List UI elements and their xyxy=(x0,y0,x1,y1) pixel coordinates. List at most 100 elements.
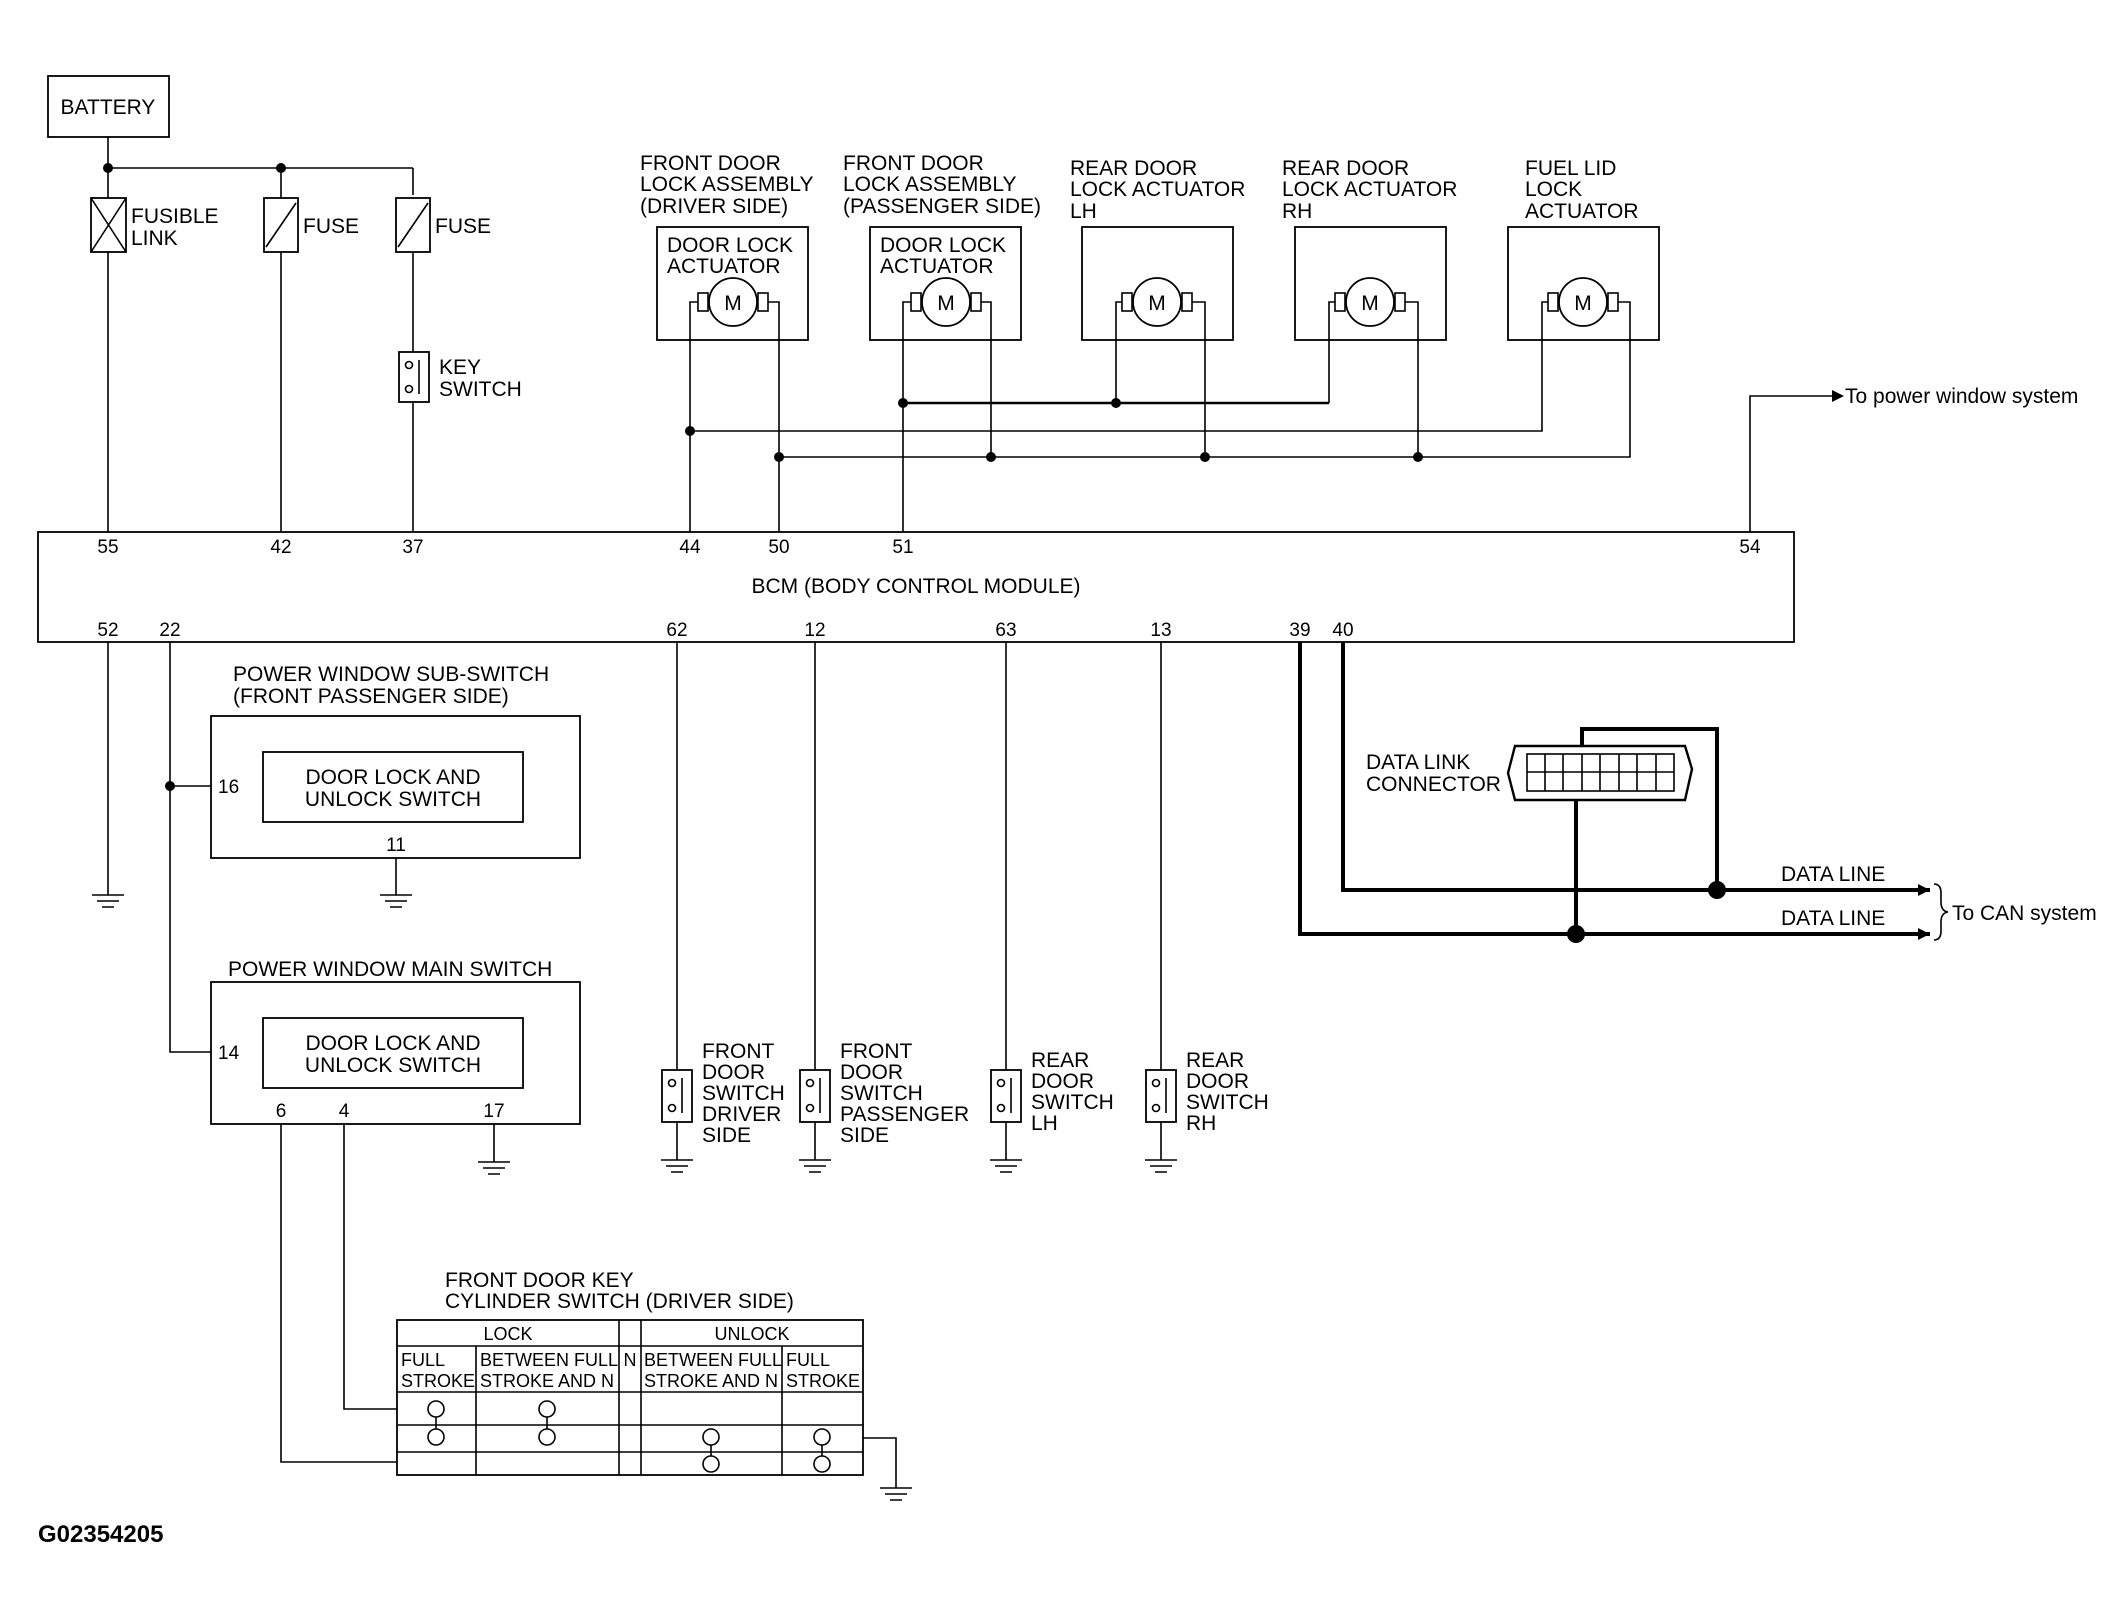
motor-label: M xyxy=(724,292,742,315)
door-switch-label: REAR xyxy=(1186,1049,1244,1072)
unlock-header: UNLOCK xyxy=(714,1324,789,1344)
to-power-window-label: To power window system xyxy=(1845,385,2078,408)
connection-symbol xyxy=(427,1400,445,1446)
pw-sub-switch-title: POWER WINDOW SUB-SWITCH xyxy=(233,663,549,686)
actuator-title: LOCK ACTUATOR xyxy=(1282,178,1457,201)
key-cylinder-switch: FRONT DOOR KEY CYLINDER SWITCH (DRIVER S… xyxy=(396,1269,864,1476)
bcm-pin: 54 xyxy=(1739,537,1761,558)
bcm-pin: 12 xyxy=(804,620,825,641)
col-header: STROKE xyxy=(401,1371,475,1391)
battery-label: BATTERY xyxy=(61,96,156,119)
actuator-title: RH xyxy=(1282,200,1312,223)
bcm-pin: 39 xyxy=(1289,620,1310,641)
door-switch-rear-lh: REAR DOOR SWITCH LH xyxy=(990,1049,1114,1135)
col-header: STROKE AND N xyxy=(644,1371,778,1391)
bcm-pin: 55 xyxy=(97,537,118,558)
arrow-right-icon xyxy=(1918,928,1930,940)
door-switch-label: DOOR xyxy=(702,1061,765,1084)
motor-label: M xyxy=(1361,292,1379,315)
actuator-front-driver: FRONT DOOR LOCK ASSEMBLY (DRIVER SIDE) D… xyxy=(640,152,814,341)
arrow-right-icon xyxy=(1832,390,1844,402)
door-switch-label: SWITCH xyxy=(1186,1091,1269,1114)
fusible-link: FUSIBLE LINK xyxy=(90,197,219,253)
door-switch-label: DOOR xyxy=(1031,1070,1094,1093)
actuator-title: LH xyxy=(1070,200,1097,223)
actuator-title: ACTUATOR xyxy=(1525,200,1639,223)
bcm-pin: 52 xyxy=(97,620,118,641)
figure-id: G02354205 xyxy=(38,1521,163,1548)
bcm-pin: 37 xyxy=(402,537,423,558)
pw-sub-switch-inner: UNLOCK SWITCH xyxy=(305,788,481,811)
ground-icon xyxy=(478,1161,510,1175)
key-switch-label-2: SWITCH xyxy=(439,378,522,401)
actuator-title: (PASSENGER SIDE) xyxy=(843,195,1041,218)
data-link-connector-label: DATA LINK xyxy=(1366,751,1470,774)
col-header: FULL xyxy=(401,1350,445,1370)
ground-icon xyxy=(380,894,412,908)
data-line-label: DATA LINE xyxy=(1781,907,1885,930)
arrow-right-icon xyxy=(1918,884,1930,896)
door-switch-label: FRONT xyxy=(840,1040,912,1063)
col-header: FULL xyxy=(786,1350,830,1370)
bcm-pin: 51 xyxy=(892,537,913,558)
ground-icon xyxy=(990,1159,1022,1173)
door-switch-label: REAR xyxy=(1031,1049,1089,1072)
data-line-label: DATA LINE xyxy=(1781,863,1885,886)
actuator-title: LOCK ASSEMBLY xyxy=(640,173,814,196)
pw-main-switch-title: POWER WINDOW MAIN SWITCH xyxy=(228,958,552,981)
actuator-title: LOCK xyxy=(1525,178,1582,201)
lock-header: LOCK xyxy=(483,1324,532,1344)
bcm-module: BCM (BODY CONTROL MODULE) 55 42 37 44 50… xyxy=(37,531,1795,643)
bcm-pin: 62 xyxy=(666,620,687,641)
bcm-label: BCM (BODY CONTROL MODULE) xyxy=(751,575,1080,598)
pw-main-switch-inner: DOOR LOCK AND xyxy=(305,1032,480,1055)
col-header: BETWEEN FULL xyxy=(480,1350,618,1370)
key-switch: KEY SWITCH xyxy=(398,351,522,403)
door-switch-label: SWITCH xyxy=(1031,1091,1114,1114)
door-switch-label: DRIVER xyxy=(702,1103,781,1126)
actuator-front-passenger: FRONT DOOR LOCK ASSEMBLY (PASSENGER SIDE… xyxy=(843,152,1041,341)
bcm-pin: 22 xyxy=(159,620,180,641)
ground-icon xyxy=(799,1159,831,1173)
door-switch-rear-rh: REAR DOOR SWITCH RH xyxy=(1145,1049,1269,1135)
actuator-rear-rh: REAR DOOR LOCK ACTUATOR RH M xyxy=(1282,157,1457,341)
key-switch-label-1: KEY xyxy=(439,356,481,379)
bcm-pin: 40 xyxy=(1332,620,1353,641)
ground-icon xyxy=(92,894,124,908)
actuator-title: FUEL LID xyxy=(1525,157,1616,180)
key-cylinder-title: FRONT DOOR KEY xyxy=(445,1269,634,1292)
pin-4: 4 xyxy=(339,1101,350,1122)
pw-main-switch: POWER WINDOW MAIN SWITCH DOOR LOCK AND U… xyxy=(210,958,581,1125)
bcm-pin: 63 xyxy=(995,620,1016,641)
actuator-inner: ACTUATOR xyxy=(880,255,994,278)
pw-sub-switch-title: (FRONT PASSENGER SIDE) xyxy=(233,685,509,708)
brace-icon xyxy=(1933,883,1949,941)
pin-17: 17 xyxy=(483,1101,504,1122)
fuse-1: FUSE xyxy=(263,197,359,253)
neutral-header: N xyxy=(624,1350,637,1370)
connection-symbol xyxy=(538,1400,556,1446)
pin-16: 16 xyxy=(218,777,239,798)
fuse-2: FUSE xyxy=(395,197,491,253)
key-cylinder-title: CYLINDER SWITCH (DRIVER SIDE) xyxy=(445,1290,794,1313)
data-link-connector-label: CONNECTOR xyxy=(1366,773,1501,796)
door-switch-label: SIDE xyxy=(702,1124,751,1147)
motor-label: M xyxy=(937,292,955,315)
pin-11: 11 xyxy=(386,835,406,856)
actuator-inner: DOOR LOCK xyxy=(667,234,793,257)
door-switch-label: DOOR xyxy=(840,1061,903,1084)
pw-sub-switch: POWER WINDOW SUB-SWITCH (FRONT PASSENGER… xyxy=(210,663,581,859)
actuator-title: FRONT DOOR xyxy=(640,152,781,175)
actuator-title: REAR DOOR xyxy=(1282,157,1409,180)
door-switch-label: RH xyxy=(1186,1112,1216,1135)
pin-6: 6 xyxy=(276,1101,287,1122)
col-header: BETWEEN FULL xyxy=(644,1350,782,1370)
actuator-title: REAR DOOR xyxy=(1070,157,1197,180)
fusible-link-label-2: LINK xyxy=(131,227,178,250)
pw-main-switch-inner: UNLOCK SWITCH xyxy=(305,1054,481,1077)
fuse-2-label: FUSE xyxy=(435,215,491,238)
actuator-fuel-lid: FUEL LID LOCK ACTUATOR M xyxy=(1507,157,1660,341)
door-switch-front-driver: FRONT DOOR SWITCH DRIVER SIDE xyxy=(661,1040,785,1147)
actuator-title: (DRIVER SIDE) xyxy=(640,195,788,218)
